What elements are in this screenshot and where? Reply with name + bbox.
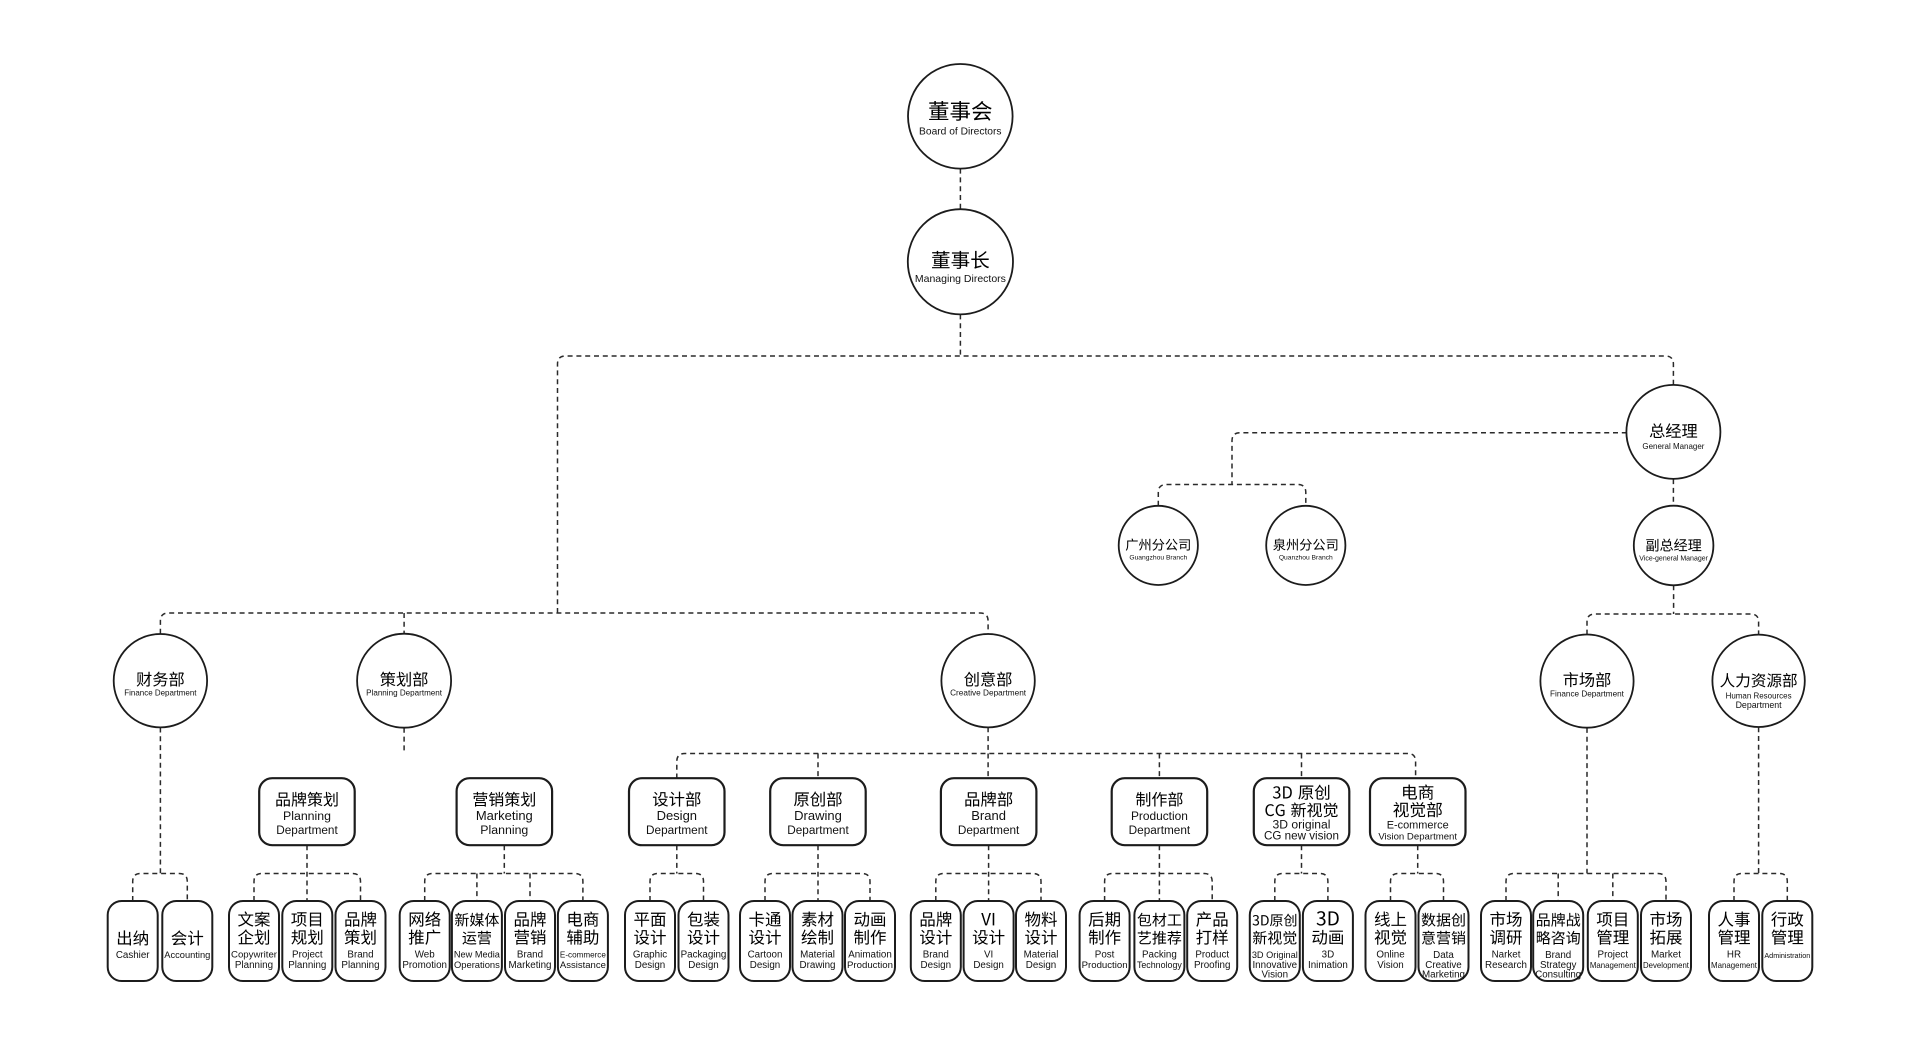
svg-text:Animation: Animation (848, 950, 892, 961)
svg-text:Department: Department (1129, 824, 1191, 837)
svg-text:Assistance: Assistance (560, 960, 606, 971)
svg-text:Copywriter: Copywriter (231, 950, 278, 961)
svg-text:3D: 3D (1322, 950, 1335, 961)
svg-text:Department: Department (1736, 700, 1783, 710)
svg-text:Packaging: Packaging (681, 950, 727, 961)
svg-text:Creative Department: Creative Department (950, 689, 1027, 698)
svg-text:Planning: Planning (341, 960, 379, 971)
svg-text:Design: Design (921, 960, 952, 971)
svg-text:Vision Department: Vision Department (1378, 831, 1457, 842)
svg-text:Creative: Creative (1425, 960, 1462, 971)
svg-text:Technology: Technology (1137, 960, 1182, 970)
svg-text:Drawing: Drawing (800, 960, 836, 971)
svg-text:Department: Department (958, 824, 1020, 837)
svg-text:Marketing: Marketing (1422, 970, 1465, 981)
svg-text:Finance Department: Finance Department (124, 689, 197, 698)
svg-text:Production: Production (847, 960, 893, 971)
svg-text:Brand: Brand (517, 950, 543, 961)
svg-text:Brand: Brand (923, 950, 949, 961)
svg-text:Project: Project (292, 950, 323, 961)
svg-text:Graphic: Graphic (633, 950, 667, 961)
svg-text:3D Original: 3D Original (1252, 950, 1298, 960)
svg-text:Cashier: Cashier (116, 950, 150, 961)
svg-text:Inimation: Inimation (1308, 960, 1348, 971)
svg-text:Marketing: Marketing (508, 960, 551, 971)
svg-text:VI: VI (984, 950, 993, 961)
svg-text:General Manager: General Manager (1642, 442, 1704, 451)
svg-text:Managing Directors: Managing Directors (915, 273, 1006, 285)
svg-text:CG new vision: CG new vision (1264, 829, 1339, 842)
svg-text:Accounting: Accounting (164, 950, 210, 960)
svg-text:E-commerce: E-commerce (560, 951, 606, 960)
svg-text:Management: Management (1590, 961, 1637, 970)
svg-text:Packing: Packing (1142, 950, 1177, 961)
svg-text:Research: Research (1485, 960, 1527, 971)
svg-text:Guangzhou Branch: Guangzhou Branch (1129, 555, 1187, 562)
svg-text:Department: Department (276, 824, 338, 837)
svg-text:Brand: Brand (347, 950, 373, 961)
svg-text:Department: Department (646, 824, 708, 837)
svg-text:Cartoon: Cartoon (748, 950, 783, 961)
svg-text:Web: Web (415, 950, 436, 961)
svg-text:Material: Material (1024, 950, 1059, 961)
svg-text:Vision: Vision (1377, 960, 1404, 971)
svg-text:Design: Design (973, 960, 1004, 971)
svg-text:Department: Department (787, 824, 849, 837)
svg-text:Planning: Planning (235, 960, 273, 971)
svg-text:Development: Development (1643, 961, 1690, 970)
svg-text:Innovative: Innovative (1252, 960, 1297, 971)
svg-text:Board of Directors: Board of Directors (919, 126, 1001, 137)
svg-text:Design: Design (750, 960, 781, 971)
svg-text:Quanzhou Branch: Quanzhou Branch (1279, 555, 1333, 562)
svg-text:Promotion: Promotion (402, 960, 447, 971)
svg-text:Design: Design (688, 960, 719, 971)
svg-text:Planning: Planning (288, 960, 326, 971)
svg-text:Design: Design (657, 808, 697, 823)
svg-text:Planning: Planning (480, 823, 528, 837)
svg-text:3D original: 3D original (1273, 818, 1331, 832)
svg-text:Product: Product (1195, 950, 1229, 961)
svg-text:Operations: Operations (454, 959, 500, 970)
svg-text:Finance Department: Finance Department (1550, 689, 1625, 698)
svg-text:Vice-general Manager: Vice-general Manager (1639, 555, 1708, 562)
svg-text:Brand: Brand (1545, 950, 1571, 961)
svg-text:Planning: Planning (283, 809, 331, 823)
svg-text:Project: Project (1598, 950, 1629, 961)
svg-text:Administration: Administration (1764, 951, 1810, 960)
svg-text:Production: Production (1082, 960, 1128, 971)
svg-text:HR: HR (1727, 950, 1741, 961)
svg-text:Vision: Vision (1262, 970, 1289, 981)
svg-text:Market: Market (1651, 950, 1681, 961)
svg-text:E-commerce: E-commerce (1387, 820, 1449, 832)
svg-text:Strategy: Strategy (1540, 960, 1577, 971)
svg-text:Proofing: Proofing (1194, 960, 1231, 971)
svg-text:Planning Department: Planning Department (366, 689, 443, 698)
svg-text:Brand: Brand (971, 808, 1006, 823)
svg-text:Management: Management (1711, 961, 1758, 970)
svg-text:Consulting: Consulting (1535, 970, 1581, 981)
svg-text:Human Resources: Human Resources (1726, 692, 1792, 701)
svg-text:Post: Post (1095, 950, 1115, 961)
svg-text:Data: Data (1433, 950, 1454, 961)
svg-text:Design: Design (1026, 960, 1057, 971)
svg-text:Material: Material (800, 950, 835, 961)
svg-text:Narket: Narket (1492, 950, 1521, 961)
svg-text:Online: Online (1376, 950, 1405, 961)
svg-text:Production: Production (1131, 809, 1188, 823)
svg-text:Marketing: Marketing (476, 808, 533, 823)
svg-text:Design: Design (635, 960, 666, 971)
svg-text:New Media: New Media (454, 950, 501, 960)
svg-text:Drawing: Drawing (794, 808, 842, 823)
